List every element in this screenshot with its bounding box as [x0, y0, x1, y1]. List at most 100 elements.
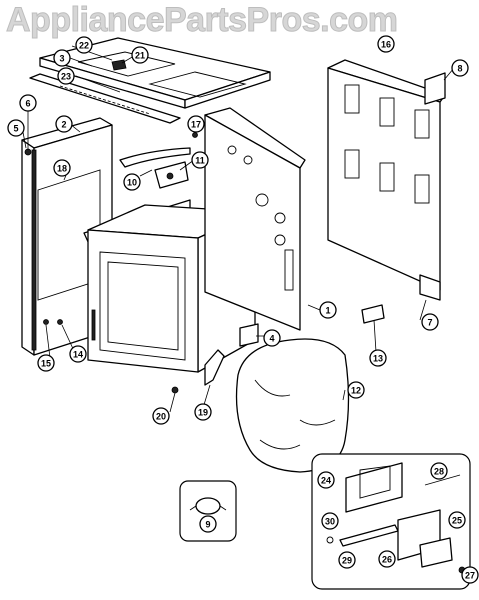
- callout-22: 22: [75, 36, 93, 54]
- callout-circle: [448, 511, 466, 529]
- callout-circle: [461, 566, 479, 584]
- callout-circle: [377, 35, 395, 53]
- callout-label: 8: [457, 64, 462, 74]
- callout-label: 17: [191, 120, 201, 130]
- callout-circle: [191, 151, 209, 169]
- callout-15: 15: [37, 354, 55, 372]
- callout-label: 27: [465, 571, 475, 581]
- callout-circle: [53, 159, 71, 177]
- callout-29: 29: [338, 551, 356, 569]
- callout-17: 17: [187, 115, 205, 133]
- callout-circle: [19, 94, 37, 112]
- callout-9: 9: [199, 515, 217, 533]
- callout-2: 2: [55, 115, 73, 133]
- callout-label: 2: [61, 120, 66, 130]
- callout-circle: [152, 407, 170, 425]
- callout-label: 29: [342, 556, 352, 566]
- callout-16: 16: [377, 35, 395, 53]
- callout-circle: [319, 301, 337, 319]
- callout-5: 5: [7, 119, 25, 137]
- callout-circle: [317, 471, 335, 489]
- callout-circle: [451, 59, 469, 77]
- callout-label: 28: [434, 467, 444, 477]
- callout-label: 23: [61, 72, 71, 82]
- callout-circle: [57, 67, 75, 85]
- callout-27: 27: [461, 566, 479, 584]
- callout-28: 28: [430, 462, 448, 480]
- callout-circle: [421, 313, 439, 331]
- callout-label: 7: [427, 318, 432, 328]
- callout-circle: [430, 462, 448, 480]
- switch-inset: [179, 480, 237, 542]
- callout-23: 23: [57, 67, 75, 85]
- callout-label: 22: [79, 41, 89, 51]
- callout-label: 19: [198, 408, 208, 418]
- callout-8: 8: [451, 59, 469, 77]
- callout-circle: [37, 354, 55, 372]
- callout-21: 21: [131, 46, 149, 64]
- callout-circle: [131, 46, 149, 64]
- callout-10: 10: [123, 173, 141, 191]
- callout-circle: [7, 119, 25, 137]
- callout-19: 19: [194, 403, 212, 421]
- callout-11: 11: [191, 151, 209, 169]
- watermark: AppliancePartsPros.com: [6, 1, 399, 40]
- callout-24: 24: [317, 471, 335, 489]
- callout-20: 20: [152, 407, 170, 425]
- callout-circle: [69, 345, 87, 363]
- bracket-part: [424, 72, 446, 105]
- callout-label: 21: [135, 51, 145, 61]
- spacer-part: [239, 323, 259, 347]
- callout-circle: [75, 36, 93, 54]
- callout-circle: [194, 403, 212, 421]
- hinge-bracket-part: [154, 161, 189, 189]
- callout-label: 15: [41, 359, 51, 369]
- callout-4: 4: [263, 329, 281, 347]
- callout-label: 13: [373, 354, 383, 364]
- callout-label: 16: [381, 40, 391, 50]
- callout-circle: [378, 550, 396, 568]
- callout-label: 4: [269, 334, 274, 344]
- right-side-panel-part: [204, 107, 306, 331]
- top-panel-part: [39, 37, 271, 109]
- callout-3: 3: [53, 49, 71, 67]
- callout-12: 12: [347, 381, 365, 399]
- callout-label: 24: [321, 476, 331, 486]
- callout-label: 10: [127, 178, 137, 188]
- callout-label: 11: [195, 156, 205, 166]
- callout-circle: [263, 329, 281, 347]
- callout-label: 12: [351, 386, 361, 396]
- callout-7: 7: [421, 313, 439, 331]
- callout-label: 3: [59, 54, 64, 64]
- callout-label: 18: [57, 164, 67, 174]
- callout-26: 26: [378, 550, 396, 568]
- trim-strip-part: [29, 73, 181, 124]
- callout-circle: [338, 551, 356, 569]
- screw-part: [24, 132, 198, 394]
- callout-6: 6: [19, 94, 37, 112]
- callout-label: 9: [205, 520, 210, 530]
- callout-circle: [321, 512, 339, 530]
- callout-circle: [123, 173, 141, 191]
- callout-circle: [369, 349, 387, 367]
- hinge-part: [204, 349, 225, 386]
- callout-13: 13: [369, 349, 387, 367]
- callout-18: 18: [53, 159, 71, 177]
- callout-label: 14: [73, 350, 83, 360]
- callout-14: 14: [69, 345, 87, 363]
- support-rail-part: [119, 147, 191, 168]
- callout-label: 26: [382, 555, 392, 565]
- callout-label: 6: [25, 99, 30, 109]
- back-panel-part: [327, 59, 446, 301]
- callout-label: 1: [325, 306, 330, 316]
- callout-circle: [347, 381, 365, 399]
- callout-label: 30: [325, 517, 335, 527]
- callout-label: 25: [452, 516, 462, 526]
- callout-label: 5: [13, 124, 18, 134]
- callout-circle: [187, 115, 205, 133]
- callout-30: 30: [321, 512, 339, 530]
- callout-1: 1: [319, 301, 337, 319]
- insulation-part: [235, 338, 350, 473]
